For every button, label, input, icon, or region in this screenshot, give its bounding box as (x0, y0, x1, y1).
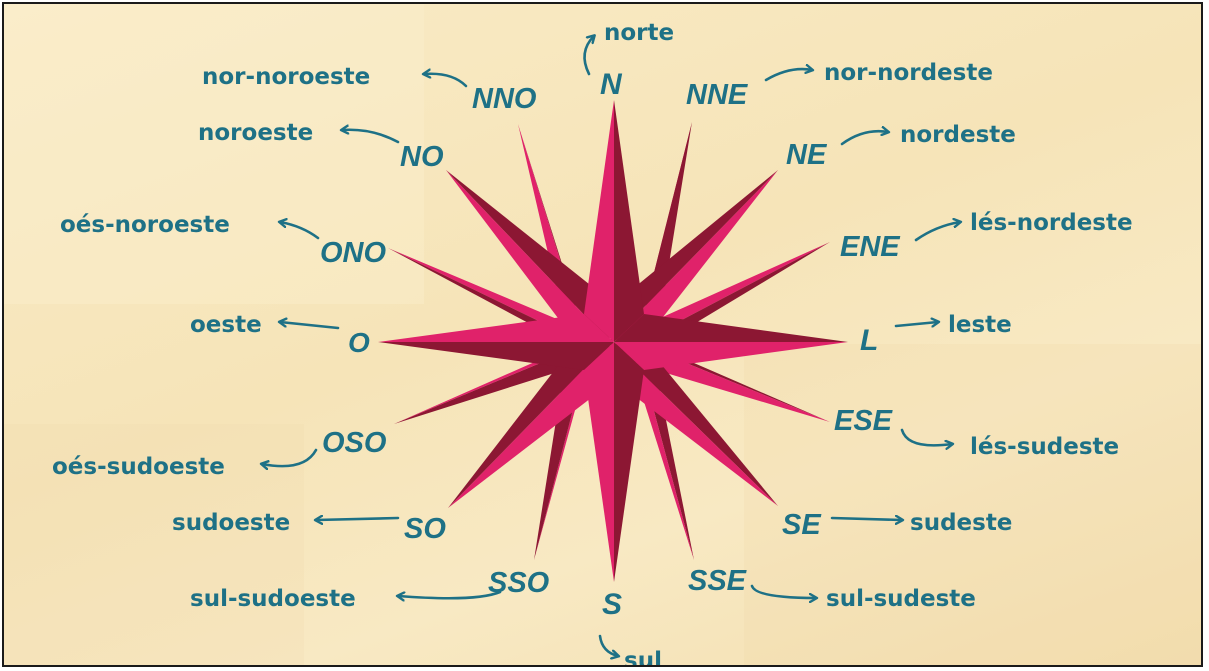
arrow-ne (842, 131, 888, 144)
arrow-sse (752, 586, 816, 598)
name-ne: nordeste (900, 122, 1016, 148)
arrow-so (316, 518, 398, 520)
abbr-so: SO (404, 513, 446, 545)
name-n: norte (604, 20, 674, 46)
abbr-ene: ENE (840, 231, 901, 263)
compass-rose: N NNE NE ENE L ESE SE SSE S SSO SO OSO O… (4, 4, 1203, 667)
name-s: sul (624, 648, 662, 667)
arrow-no (342, 130, 398, 142)
abbr-se: SE (782, 509, 822, 541)
name-se: sudeste (910, 510, 1012, 536)
name-ese: lés-sudeste (970, 434, 1119, 460)
arrow-s (600, 636, 618, 656)
name-no: noroeste (198, 120, 313, 146)
arrow-se (832, 518, 902, 520)
arrow-ene (916, 222, 960, 240)
name-l: leste (948, 312, 1012, 338)
arrow-nno (424, 74, 466, 86)
name-nno: nor-noroeste (202, 64, 370, 90)
abbr-s: S (602, 588, 622, 621)
arrow-ese (902, 430, 952, 445)
arrow-l (896, 322, 938, 326)
arrow-ono (280, 222, 318, 238)
arrow-nne (766, 69, 812, 80)
abbr-oso: OSO (322, 427, 387, 459)
arrow-o (280, 322, 338, 328)
abbr-no: NO (400, 141, 444, 173)
abbr-ne: NE (786, 139, 828, 171)
abbr-nne: NNE (686, 79, 749, 111)
name-ene: lés-nordeste (970, 210, 1133, 236)
name-so: sudoeste (172, 510, 290, 536)
arrow-sso (398, 592, 500, 598)
abbr-ono: ONO (320, 237, 387, 269)
abbr-n: N (600, 68, 623, 101)
name-nne: nor-nordeste (824, 60, 993, 86)
arrow-n (585, 36, 594, 74)
abbr-ese: ESE (834, 405, 894, 437)
arrow-oso (262, 450, 316, 466)
name-sse: sul-sudeste (826, 586, 976, 612)
name-oso: oés-sudoeste (52, 454, 225, 480)
name-o: oeste (190, 312, 262, 338)
abbr-nno: NNO (472, 83, 537, 115)
abbr-l: L (860, 324, 878, 357)
abbr-o: O (348, 327, 370, 358)
name-sso: sul-sudoeste (190, 586, 356, 612)
name-ono: oés-noroeste (60, 212, 230, 238)
abbr-sso: SSO (488, 567, 550, 599)
abbr-sse: SSE (688, 565, 748, 597)
